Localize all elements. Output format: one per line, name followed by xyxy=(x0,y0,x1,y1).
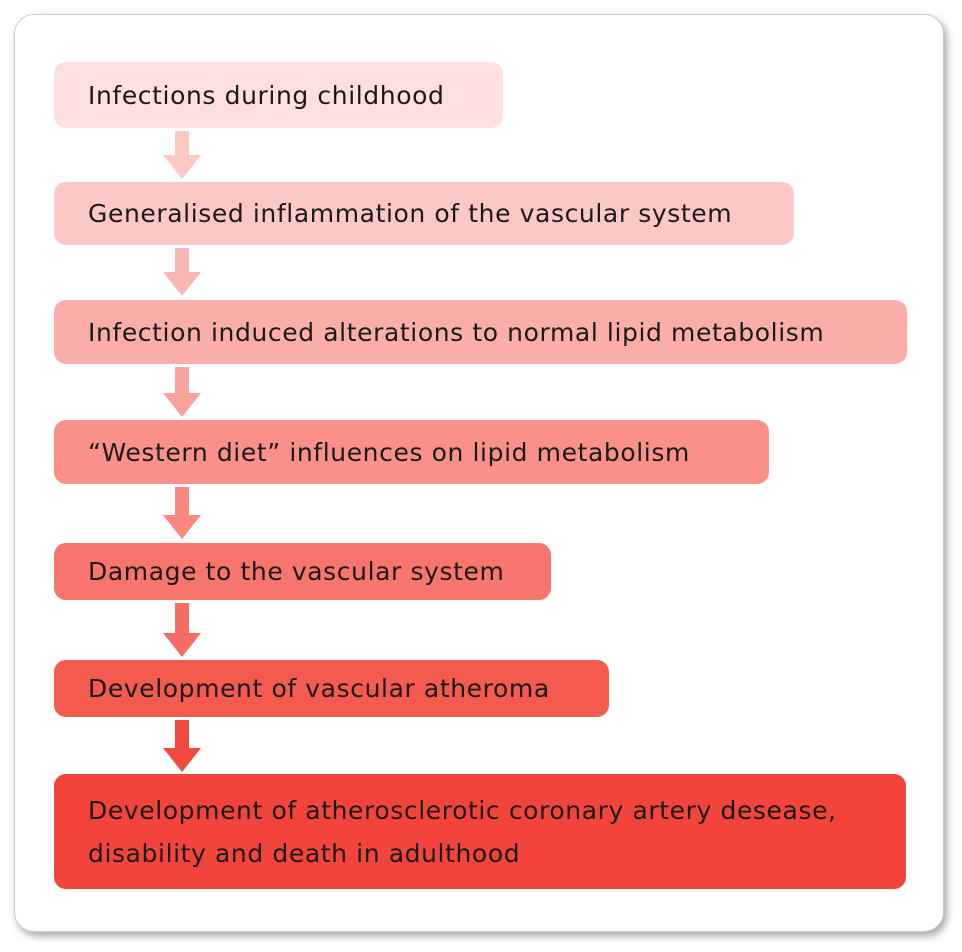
arrow-down-icon xyxy=(158,131,206,179)
arrow-down-icon xyxy=(158,720,206,772)
step-generalised-inflammation: Generalised inflammation of the vascular… xyxy=(54,182,794,245)
step-vascular-damage: Damage to the vascular system xyxy=(54,543,551,600)
step-label: Infections during childhood xyxy=(88,80,445,110)
step-label: Generalised inflammation of the vascular… xyxy=(88,199,733,228)
arrow-down-icon xyxy=(158,367,206,417)
step-label: Damage to the vascular system xyxy=(88,557,505,586)
arrow-down-icon xyxy=(158,487,206,539)
step-lipid-alterations: Infection induced alterations to normal … xyxy=(54,300,907,364)
step-coronary-artery-disease: Development of atherosclerotic coronary … xyxy=(54,774,906,889)
step-label: “Western diet” influences on lipid metab… xyxy=(88,437,690,467)
step-label: Infection induced alterations to normal … xyxy=(88,317,825,347)
step-label: Development of vascular atheroma xyxy=(88,674,550,703)
arrow-down-icon xyxy=(158,603,206,657)
step-infections-childhood: Infections during childhood xyxy=(54,62,503,128)
step-vascular-atheroma: Development of vascular atheroma xyxy=(54,660,609,717)
arrow-down-icon xyxy=(158,248,206,296)
step-western-diet: “Western diet” influences on lipid metab… xyxy=(54,420,769,484)
step-label: Development of atherosclerotic coronary … xyxy=(88,795,837,868)
